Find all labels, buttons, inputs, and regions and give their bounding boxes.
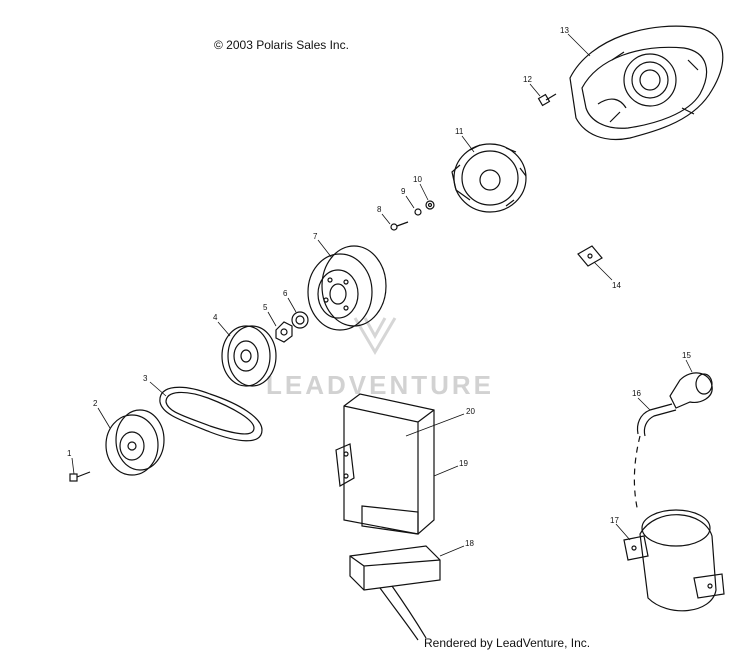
part-8-screw[interactable]	[390, 221, 409, 231]
callout-3: 3	[143, 374, 148, 383]
callout-17: 17	[610, 516, 619, 525]
part-17-ignition-coil[interactable]	[623, 509, 725, 612]
part-6-washer[interactable]	[291, 311, 309, 329]
watermark-logo	[353, 317, 397, 355]
callout-12: 12	[523, 75, 532, 84]
callout-4: 4	[213, 313, 218, 322]
callout-11: 11	[455, 127, 464, 136]
copyright-text: © 2003 Polaris Sales Inc.	[214, 38, 349, 52]
callout-14: 14	[612, 281, 621, 290]
part-2-driven-pulley[interactable]	[105, 409, 165, 476]
callout-labels: 1 2 3 4 5 6 7 8 9 10 11 12 13 14 15 16 1…	[67, 26, 691, 548]
part-18-connector[interactable]	[349, 545, 441, 641]
callout-8: 8	[377, 205, 382, 214]
part-13-stator-housing[interactable]	[569, 25, 724, 141]
part-3-belt[interactable]	[159, 386, 263, 442]
part-15-spark-plug-cap[interactable]	[669, 372, 713, 409]
rendered-by-text: Rendered by LeadVenture, Inc.	[424, 636, 591, 650]
part-4-drive-pulley[interactable]	[221, 325, 277, 387]
callout-1: 1	[67, 449, 72, 458]
leader-lines	[71, 33, 693, 557]
part-14-clip[interactable]	[577, 245, 603, 267]
part-19-cdi-box[interactable]	[335, 393, 435, 535]
callout-2: 2	[93, 399, 98, 408]
callout-16: 16	[632, 389, 641, 398]
part-1-bolt[interactable]	[69, 471, 91, 482]
part-11-stator-plate[interactable]	[451, 143, 527, 213]
callout-13: 13	[560, 26, 569, 35]
callout-6: 6	[283, 289, 288, 298]
part-7-flywheel[interactable]	[307, 245, 387, 331]
callout-19: 19	[459, 459, 468, 468]
callout-5: 5	[263, 303, 268, 312]
callout-9: 9	[401, 187, 406, 196]
callout-20: 20	[466, 407, 475, 416]
callout-10: 10	[413, 175, 422, 184]
part-12-bolt[interactable]	[537, 93, 557, 107]
callout-7: 7	[313, 232, 318, 241]
wire-route-dashed	[633, 435, 641, 513]
part-5-nut[interactable]	[275, 321, 293, 343]
watermark-text: LEADVENTURE	[266, 370, 495, 400]
callout-15: 15	[682, 351, 691, 360]
part-16-lead-wire[interactable]	[636, 403, 677, 437]
part-10-washer[interactable]	[425, 200, 435, 210]
callout-18: 18	[465, 539, 474, 548]
part-9-nut[interactable]	[414, 208, 422, 216]
